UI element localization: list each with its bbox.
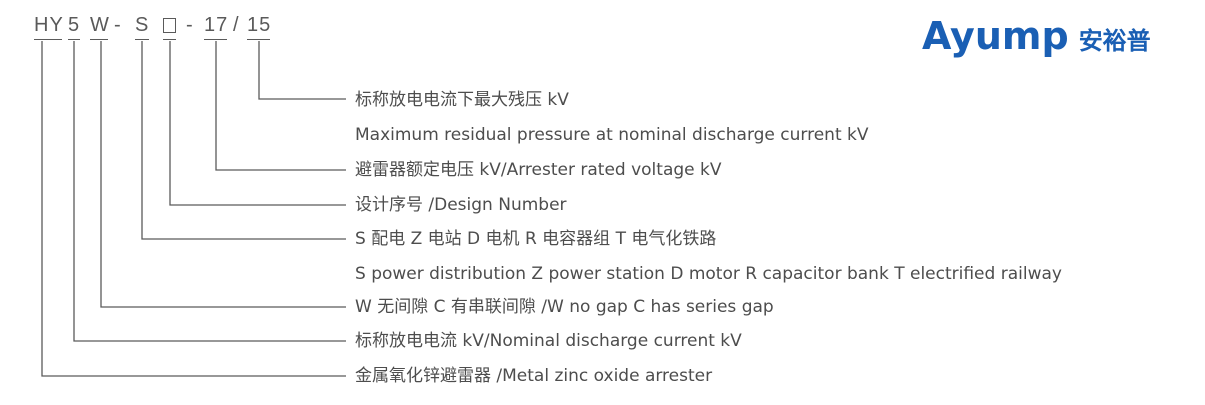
code-dash-2: - [186, 14, 194, 36]
leader-max-residual [258, 41, 346, 100]
leader-design-number [169, 41, 346, 206]
leader-metal-zinc-oxide [41, 41, 346, 377]
leader-discharge-current [73, 41, 346, 342]
underline-hy [34, 39, 62, 41]
code-hy: HY [34, 14, 64, 36]
code-dash-1: - [114, 14, 122, 36]
code-17: 17 [204, 14, 229, 36]
code-15: 15 [247, 14, 272, 36]
code-w: W [90, 14, 110, 36]
leader-gap [100, 41, 346, 308]
underline-5 [68, 39, 80, 41]
code-5: 5 [68, 14, 81, 36]
code-design-box [163, 18, 176, 33]
underline-15 [247, 39, 270, 41]
desc-design-number: 设计序号 /Design Number [355, 195, 567, 215]
desc-rated-voltage: 避雷器额定电压 kV/Arrester rated voltage kV [355, 160, 722, 180]
leader-rated-voltage [215, 41, 346, 171]
leader-application [141, 41, 346, 240]
underline-box [163, 39, 176, 41]
desc-max-residual-cn: 标称放电电流下最大残压 kV [355, 90, 569, 110]
code-slash: / [233, 14, 240, 36]
desc-application-en: S power distribution Z power station D m… [355, 264, 1062, 284]
underline-s [135, 39, 149, 41]
desc-discharge-current: 标称放电电流 kV/Nominal discharge current kV [355, 331, 742, 351]
code-s: S [135, 14, 150, 36]
desc-gap: W 无间隙 C 有串联间隙 /W no gap C has series gap [355, 297, 774, 317]
desc-max-residual-en: Maximum residual pressure at nominal dis… [355, 125, 869, 145]
underline-17 [204, 39, 227, 41]
brand-logo: Ayump 安裕普 [922, 14, 1151, 58]
brand-logo-text: Ayump [922, 14, 1069, 58]
underline-w [90, 39, 108, 41]
brand-logo-cn: 安裕普 [1078, 27, 1151, 55]
desc-metal-zinc-oxide: 金属氧化锌避雷器 /Metal zinc oxide arrester [355, 366, 713, 386]
desc-application-cn: S 配电 Z 电站 D 电机 R 电容器组 T 电气化铁路 [355, 229, 717, 249]
